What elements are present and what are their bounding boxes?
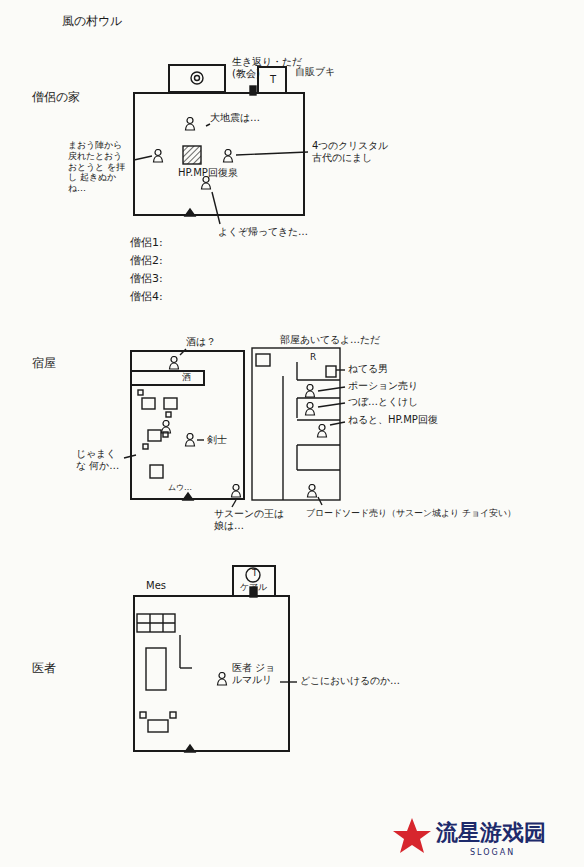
speech-note: どこにおいけるのか… <box>300 675 400 687</box>
watermark: 流星游戏园 <box>436 820 546 846</box>
speech-note: ムウ… <box>168 483 192 493</box>
speech-note: 4つのクリスタル 古代のにまし <box>312 140 398 164</box>
box-heading: 僧侶の家 <box>32 90 80 104</box>
speech-note: 大地震は… <box>210 112 260 124</box>
box-heading: 宿屋 <box>32 356 56 370</box>
church-symbol <box>195 76 200 81</box>
npc-slot: 僧侶4: <box>130 290 163 303</box>
watermark-star <box>393 818 431 853</box>
bed <box>326 366 336 377</box>
npc-note: 医者 ジョルマルリ <box>232 662 284 686</box>
npc-note: ポーション売り <box>348 380 418 392</box>
npc-slot: 僧侶1: <box>130 236 163 249</box>
page-title: 風の村ウル <box>62 14 122 28</box>
church-box: 生き返り・ただ (教会) <box>168 64 226 93</box>
box-text: 酒 <box>182 372 191 383</box>
room: 僧侶の家 <box>133 92 305 216</box>
shop-box: T自販ブキ <box>257 66 287 94</box>
speech-note: よくぞ帰ってきた… <box>218 226 308 238</box>
place-note: HP.MP回復泉 <box>178 167 238 179</box>
speech-note: まおう陣から 戻れたとおう おとうと を拝し 起きぬかね… <box>68 140 130 194</box>
room: 宿屋酒 <box>130 350 245 500</box>
speech-note: 剣士 <box>207 434 227 446</box>
room-mark: R <box>310 352 316 363</box>
item-mark: Mes <box>146 580 166 592</box>
box-text: ケアル <box>240 582 267 593</box>
npc-note: つぼ…とくけし <box>348 396 418 408</box>
shelf <box>137 614 175 632</box>
npc-note: ブロードソード売り（サスーン城より チョイ安い） <box>306 508 576 519</box>
ink-strokes <box>124 72 345 752</box>
npc-note: ねてる男 <box>348 363 388 375</box>
watermark: SLOGAN <box>470 848 515 858</box>
heal-spring <box>183 146 201 164</box>
speech-note: サスーンの王は 娘は… <box>214 508 294 532</box>
speech-note: 部屋あいてるよ…ただ <box>280 334 380 346</box>
bed <box>146 648 166 690</box>
speech-note: じゃまくな 何か… <box>76 448 124 472</box>
box-heading: 医者 <box>32 661 56 675</box>
people <box>154 118 327 686</box>
shop-box: T ケアル <box>232 565 276 597</box>
room: 医者 <box>133 595 290 752</box>
npc-slot: 僧侶3: <box>130 272 163 285</box>
box-text: T <box>270 74 276 86</box>
box-heading: 自販ブキ <box>295 66 335 78</box>
box-text: T <box>252 568 258 579</box>
speech-note: 酒は？ <box>186 336 216 348</box>
npc-note: ねると、HP.MP回復 <box>348 414 438 426</box>
counter <box>256 354 270 366</box>
counter-band: 酒 <box>130 370 205 386</box>
npc-slot: 僧侶2: <box>130 254 163 267</box>
church-symbol <box>191 72 203 84</box>
